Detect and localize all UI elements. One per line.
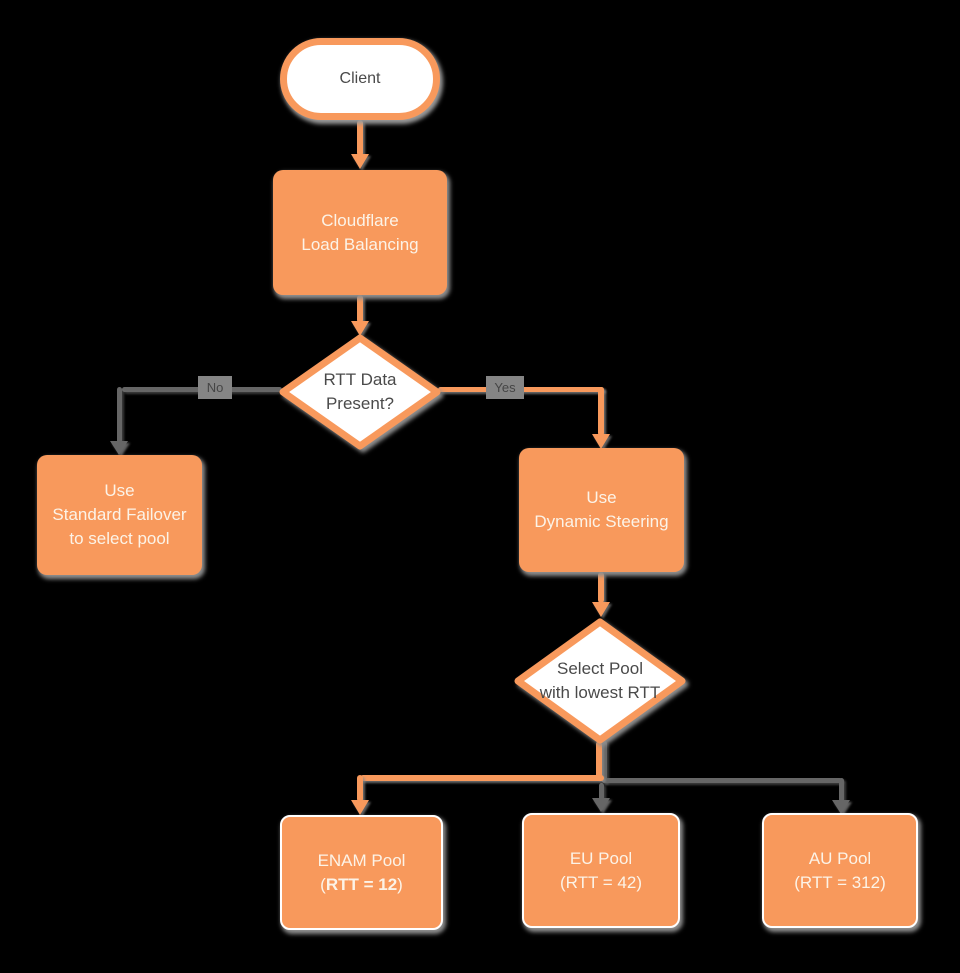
decision-diamond-shape: [279, 334, 441, 450]
enam-rtt-open-paren: (: [320, 874, 326, 894]
node-enam-pool-line2: (RTT = 12): [320, 873, 403, 897]
edge-enam-vertical: [357, 775, 363, 802]
node-dynamic-steering-line1: Use: [586, 488, 617, 507]
edge-junction-vertical-gray: [602, 741, 607, 783]
node-au-pool-line2: (RTT = 312): [794, 872, 886, 892]
edge-junction-horizontal-orange: [360, 775, 604, 781]
edge-client-to-loadbalancer: [357, 120, 363, 156]
select-pool-diamond-shape: [514, 618, 686, 744]
node-eu-pool-line1: EU Pool: [569, 848, 633, 868]
node-rtt-decision-label: RTT Data Present?: [278, 333, 442, 451]
edge-au-arrowhead: [832, 800, 850, 814]
edge-no-arrowhead: [110, 441, 128, 455]
edge-loadbalancer-to-decision-arrowhead: [351, 321, 369, 336]
node-rtt-decision-line1: RTT Data: [323, 370, 397, 389]
enam-rtt-close-paren: ): [397, 874, 403, 894]
edge-label-yes-text: Yes: [494, 380, 516, 395]
node-au-pool-line1: AU Pool: [808, 848, 872, 868]
node-rtt-decision-line2: Present?: [325, 394, 395, 413]
edge-eu-arrowhead: [592, 798, 610, 812]
edge-no-vertical: [117, 387, 122, 443]
edge-label-yes: Yes: [486, 376, 524, 399]
node-standard-failover-line3: to select pool: [69, 529, 170, 548]
node-dynamic-steering-line2: Dynamic Steering: [534, 512, 669, 531]
edge-au-vertical: [839, 778, 844, 802]
edge-junction-vertical-orange: [596, 741, 602, 779]
edge-label-no-text: No: [206, 380, 224, 395]
node-rtt-decision: RTT Data Present?: [278, 333, 442, 451]
enam-rtt-value: RTT = 12: [325, 874, 398, 894]
edge-yes-arrowhead: [592, 434, 610, 449]
edge-label-no: No: [198, 376, 232, 399]
node-enam-pool: ENAM Pool (RTT = 12): [280, 815, 443, 930]
node-standard-failover-line1: Use: [104, 481, 135, 500]
edge-eu-vertical: [599, 783, 604, 800]
node-standard-failover: Use Standard Failover to select pool: [37, 455, 202, 575]
node-eu-pool-line2: (RTT = 42): [559, 872, 643, 892]
node-au-pool: AU Pool (RTT = 312): [762, 813, 918, 928]
edge-junction-horizontal-gray: [602, 778, 842, 783]
node-select-pool: Select Pool with lowest RTT: [513, 617, 687, 745]
node-load-balancer-line1: Cloudflare: [321, 210, 399, 230]
edge-yes-vertical: [598, 387, 604, 436]
node-client-label: Client: [339, 70, 381, 87]
node-select-pool-line2: with lowest RTT: [539, 683, 661, 702]
edge-steering-to-select: [598, 572, 604, 603]
node-select-pool-line1: Select Pool: [557, 659, 643, 678]
node-dynamic-steering: Use Dynamic Steering: [519, 448, 684, 572]
node-standard-failover-line2: Standard Failover: [52, 505, 187, 524]
node-load-balancer: Cloudflare Load Balancing: [273, 170, 447, 295]
node-load-balancer-line2: Load Balancing: [301, 234, 419, 254]
node-client: Client: [280, 38, 440, 120]
edge-enam-arrowhead: [351, 800, 369, 815]
node-eu-pool: EU Pool (RTT = 42): [522, 813, 680, 928]
edge-loadbalancer-to-decision: [357, 295, 363, 323]
edge-steering-to-select-arrowhead: [592, 602, 610, 617]
node-select-pool-label: Select Pool with lowest RTT: [513, 617, 687, 745]
node-enam-pool-line1: ENAM Pool: [317, 850, 406, 870]
edge-client-to-loadbalancer-arrowhead: [351, 154, 369, 169]
